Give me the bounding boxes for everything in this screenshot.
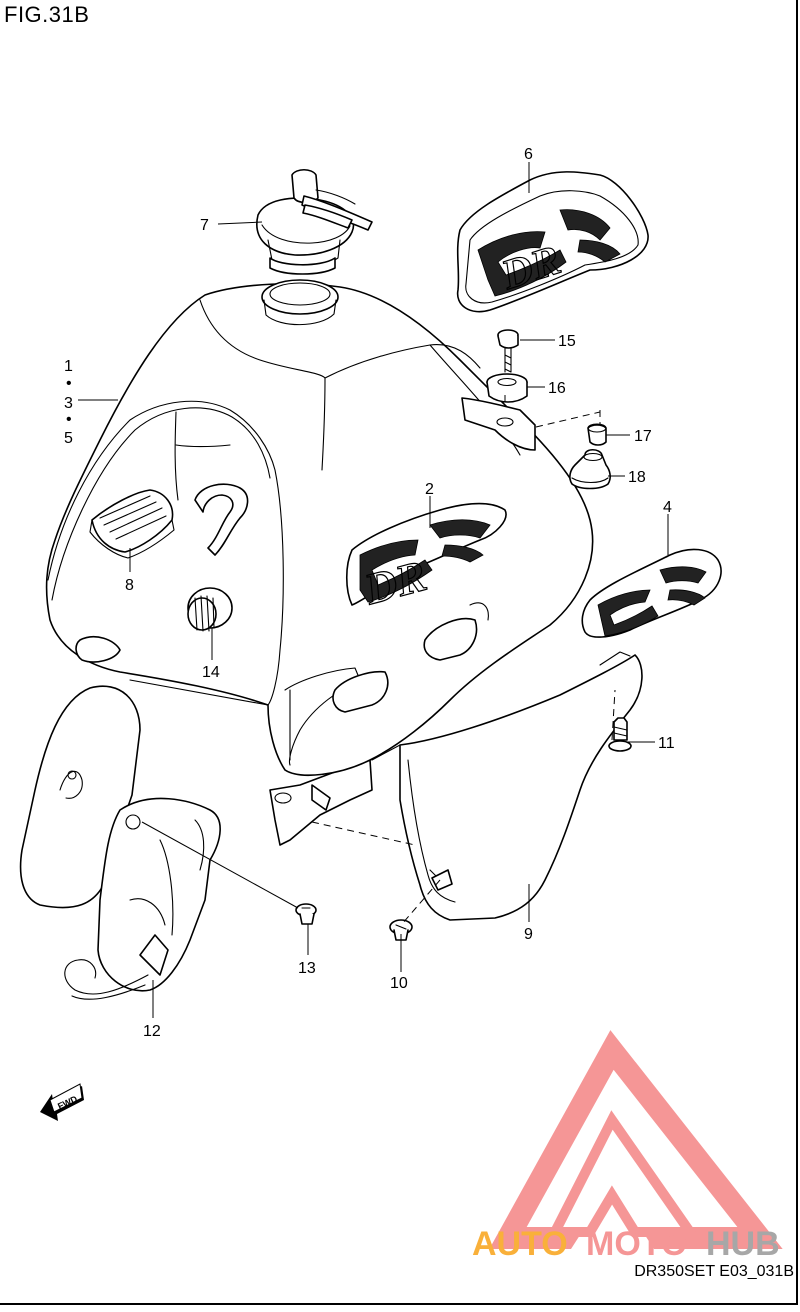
- callout-16: 16: [548, 380, 566, 397]
- tank-bottom-bracket: [269, 759, 373, 846]
- callout-14: 14: [202, 664, 220, 681]
- part-8-cushion[interactable]: [89, 489, 175, 559]
- callout-dot-1: •: [66, 375, 72, 392]
- assembly-dash-10: [401, 879, 441, 925]
- callout-1: 1: [64, 358, 73, 375]
- part-17-collar[interactable]: [587, 423, 607, 446]
- callout-10: 10: [390, 975, 408, 992]
- fwd-arrow: FWD: [40, 1083, 84, 1121]
- part-10-screw[interactable]: [389, 919, 413, 941]
- part-15-bolt[interactable]: [497, 329, 519, 373]
- callout-labels: 1 • 3 • 5 2 4 6 7 8 9 10 11 12 13 14 15 …: [64, 146, 675, 1040]
- part-2-emblem-decal[interactable]: DR: [345, 502, 507, 615]
- assembly-line-rear: [371, 744, 401, 761]
- hose-clip: [194, 483, 249, 556]
- part-13-screw[interactable]: [295, 903, 317, 925]
- part-14-knob[interactable]: [187, 587, 233, 632]
- assembly-dash-11: [611, 689, 616, 741]
- assembly-dash-bracket: [311, 821, 416, 846]
- figure-title: FIG.31B: [4, 2, 90, 27]
- part-18-cushion[interactable]: [569, 448, 611, 490]
- part-12-side-panel-left[interactable]: [19, 685, 221, 1000]
- callout-8: 8: [125, 577, 134, 594]
- callout-4: 4: [663, 499, 672, 516]
- callout-3: 3: [64, 395, 73, 412]
- part-6-emblem-decal[interactable]: DR: [456, 171, 649, 313]
- callout-5: 5: [64, 430, 73, 447]
- callout-7: 7: [200, 217, 209, 234]
- callout-17: 17: [634, 428, 652, 445]
- part-4-emblem-decal[interactable]: [581, 548, 722, 638]
- part-11-bolt[interactable]: [608, 717, 632, 752]
- watermark-word-auto: AUTO: [472, 1225, 568, 1263]
- callout-11: 11: [658, 735, 675, 752]
- part-9-side-cover-right[interactable]: [399, 651, 643, 921]
- watermark-triangle-inner: [546, 1110, 700, 1237]
- part-1-3-5-fuel-tank[interactable]: [45, 279, 594, 776]
- callout-13: 13: [298, 960, 316, 977]
- assembly-line-front: [129, 679, 269, 706]
- watermark-word-hub: HUB: [706, 1225, 780, 1263]
- callout-2: 2: [425, 481, 434, 498]
- assembly-dash-17: [535, 411, 601, 428]
- callout-9: 9: [524, 926, 533, 943]
- watermark-word-moto: MOTO: [586, 1225, 687, 1263]
- callout-15: 15: [558, 333, 576, 350]
- callout-6: 6: [524, 146, 533, 163]
- part-7-fuel-cap[interactable]: [256, 168, 373, 275]
- watermark-logo: AUTO MOTO HUB: [472, 1030, 783, 1263]
- figure-code: DR350SET E03_031B: [634, 1263, 794, 1280]
- callout-dot-2: •: [66, 411, 72, 428]
- leader-lines: [78, 162, 669, 1018]
- callout-12: 12: [143, 1023, 161, 1040]
- part-16-grommet[interactable]: [486, 373, 528, 403]
- callout-18: 18: [628, 469, 646, 486]
